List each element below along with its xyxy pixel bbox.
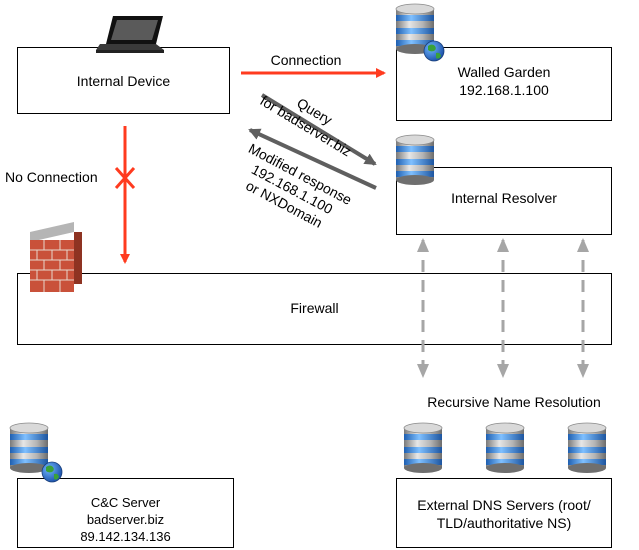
cc-database-globe-icon	[9, 422, 63, 483]
connection-label: Connection	[270, 52, 342, 68]
internal-resolver-label: Internal Resolver	[451, 190, 557, 206]
x-mark-icon	[114, 166, 136, 190]
internal-device-label: Internal Device	[76, 73, 171, 89]
external-dns-label: External DNS Servers (root/ TLD/authorit…	[417, 497, 591, 531]
no-connection-label: No Connection	[5, 169, 98, 185]
external-dns-box	[396, 478, 612, 548]
cc-server-label: C&C Server badserver.biz 89.142.134.136	[80, 495, 171, 544]
firewall-label: Firewall	[290, 300, 339, 316]
database-globe-icon	[395, 3, 445, 62]
database-icon	[395, 134, 435, 186]
query-arrow	[260, 93, 377, 166]
brick-wall-icon	[30, 222, 82, 292]
external-dns-database-icons	[403, 422, 607, 474]
cc-server-box	[17, 478, 234, 548]
response-arrow	[248, 128, 377, 190]
walled-garden-label: Walled Garden 192.168.1.100	[457, 64, 551, 98]
laptop-icon	[96, 16, 164, 53]
firewall-box	[17, 273, 612, 345]
recursive-resolution-label: Recursive Name Resolution	[427, 394, 601, 410]
